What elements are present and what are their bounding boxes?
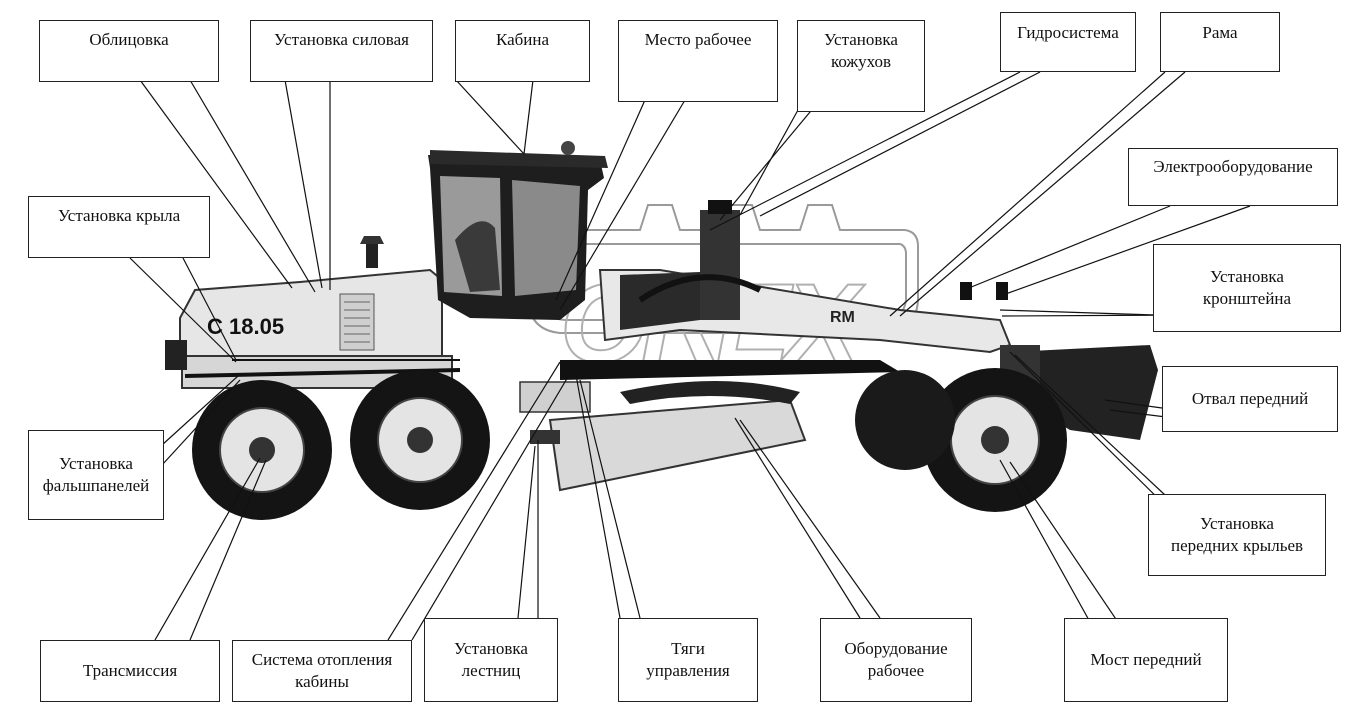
callout-label: Гидросистема bbox=[1017, 23, 1119, 42]
callout-transmissiya: Трансмиссия bbox=[40, 640, 220, 702]
callout-label: Место рабочее bbox=[644, 30, 752, 49]
callout-label-line-2: кабины bbox=[295, 672, 349, 691]
callout-label: Отвал передний bbox=[1191, 389, 1309, 408]
callout-label-line-2: кронштейна bbox=[1202, 289, 1292, 308]
callout-otval-peredniy: Отвал передний bbox=[1162, 366, 1338, 432]
callout-ustanovka-kozhukhov: Установка кожухов bbox=[797, 20, 925, 112]
air-cleaner bbox=[360, 236, 384, 268]
callout-label-line-2: лестниц bbox=[461, 661, 521, 680]
front-wheel-far bbox=[855, 370, 955, 470]
callout-label-line-1: Система отопления bbox=[251, 650, 393, 669]
callout-tyagi-upravleniya: Тяги управления bbox=[618, 618, 758, 702]
callout-label: Рама bbox=[1202, 23, 1238, 42]
callout-oborudovanie-rabochee: Оборудование рабочее bbox=[820, 618, 972, 702]
callout-ustanovka-lestnits: Установка лестниц bbox=[424, 618, 558, 702]
callout-sistema-otopleniya: Система отопления кабины bbox=[232, 640, 412, 702]
callout-elektrooborudovanie: Электрооборудование bbox=[1128, 148, 1338, 206]
callout-ustanovka-kryla: Установка крыла bbox=[28, 196, 210, 258]
callout-most-peredniy: Мост передний bbox=[1064, 618, 1228, 702]
callout-label-line-1: Установка bbox=[454, 639, 528, 658]
callout-label-line-2: передних крыльев bbox=[1170, 536, 1304, 555]
callout-label-line-2: рабочее bbox=[867, 661, 925, 680]
callout-mesto-rabochee: Место рабочее bbox=[618, 20, 778, 102]
callout-ustanovka-falshpaneley: Установка фальшпанелей bbox=[28, 430, 164, 520]
callout-label-line-2: кожухов bbox=[830, 52, 892, 71]
callout-label-line-1: Тяги bbox=[671, 639, 705, 658]
rear-wheel-2 bbox=[350, 370, 490, 510]
cab bbox=[428, 141, 608, 320]
frame-label: RM bbox=[830, 309, 855, 326]
callout-label-line-1: Оборудование bbox=[844, 639, 948, 658]
callout-label-line-2: управления bbox=[646, 661, 730, 680]
callout-rama: Рама bbox=[1160, 12, 1280, 72]
callout-ustanovka-perednikh-krylyev: Установка передних крыльев bbox=[1148, 494, 1326, 576]
callout-label: Трансмиссия bbox=[82, 661, 178, 680]
callout-label-line-1: Установка bbox=[59, 454, 133, 473]
callout-ustanovka-silovaya: Установка силовая bbox=[250, 20, 433, 82]
callout-gidrosistema: Гидросистема bbox=[1000, 12, 1136, 72]
callout-kabina: Кабина bbox=[455, 20, 590, 82]
callout-label-line-1: Установка bbox=[824, 30, 898, 49]
callout-ustanovka-kronshteyna: Установка кронштейна bbox=[1153, 244, 1341, 332]
callout-label: Установка силовая bbox=[274, 30, 409, 49]
model-label: C 18.05 bbox=[207, 314, 284, 339]
leader-lines bbox=[129, 71, 1251, 641]
rear-wheel-1 bbox=[192, 380, 332, 520]
callout-oblitsovka: Облицовка bbox=[39, 20, 219, 82]
callout-label: Облицовка bbox=[89, 30, 169, 49]
front-wheel bbox=[923, 368, 1067, 512]
callout-label-line-1: Установка bbox=[1200, 514, 1274, 533]
callout-label: Установка крыла bbox=[57, 206, 181, 225]
callout-label-line-1: Установка bbox=[1210, 267, 1284, 286]
callout-label: Мост передний bbox=[1090, 650, 1202, 669]
callout-label: Кабина bbox=[495, 30, 550, 49]
callout-label-line-2: фальшпанелей bbox=[42, 476, 150, 495]
callout-label: Электрооборудование bbox=[1153, 157, 1313, 176]
